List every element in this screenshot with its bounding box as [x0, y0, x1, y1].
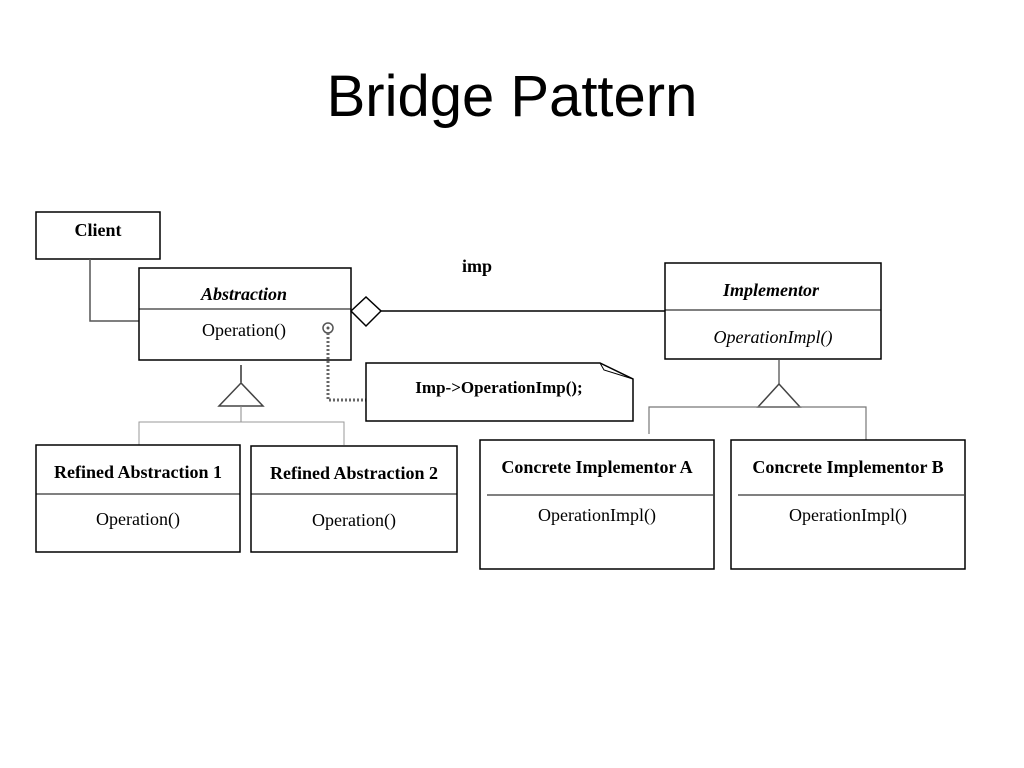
concrete-implementor-a-name: Concrete Implementor A	[501, 457, 692, 477]
implementor-inheritance-triangle-icon	[756, 382, 802, 408]
client-class-name: Client	[75, 220, 122, 240]
refined-abstraction-2-class: Refined Abstraction 2 Operation()	[250, 445, 458, 553]
refined-abstraction-1-class: Refined Abstraction 1 Operation()	[35, 444, 241, 553]
note-text: Imp->OperationImp();	[415, 378, 582, 397]
aggregation-diamond-icon	[349, 295, 383, 328]
implementor-class-name: Implementor	[722, 280, 820, 300]
implementor-class: Implementor OperationImpl()	[664, 262, 882, 360]
refined-abstraction-2-name: Refined Abstraction 2	[270, 463, 438, 483]
concrete-implementor-b-class: Concrete Implementor B OperationImpl()	[730, 439, 966, 570]
concrete-implementor-a-operation: OperationImpl()	[538, 505, 656, 526]
note-connector-dotted	[326, 333, 366, 402]
implementor-inheritance-branch	[648, 406, 867, 440]
abstraction-operation: Operation()	[202, 320, 286, 341]
concrete-implementor-a-class: Concrete Implementor A OperationImpl()	[479, 439, 715, 570]
client-abstraction-connector	[89, 259, 139, 322]
concrete-implementor-b-name: Concrete Implementor B	[752, 457, 943, 477]
abstraction-class-name: Abstraction	[200, 284, 287, 304]
abstraction-inheritance-triangle-icon	[217, 381, 265, 407]
abstraction-class: Abstraction Operation()	[138, 267, 352, 361]
concrete-implementor-b-operation: OperationImpl()	[789, 505, 907, 526]
refined-abstraction-1-name: Refined Abstraction 1	[54, 462, 222, 482]
note-box: Imp->OperationImp();	[365, 362, 634, 422]
imp-association-label: imp	[462, 256, 492, 276]
refined-abstraction-1-operation: Operation()	[96, 509, 180, 530]
abstraction-inheritance-branch	[138, 421, 345, 445]
implementor-operation: OperationImpl()	[714, 327, 833, 348]
refined-abstraction-2-operation: Operation()	[312, 510, 396, 531]
slide-title: Bridge Pattern	[326, 64, 698, 129]
client-class: Client	[35, 211, 161, 260]
